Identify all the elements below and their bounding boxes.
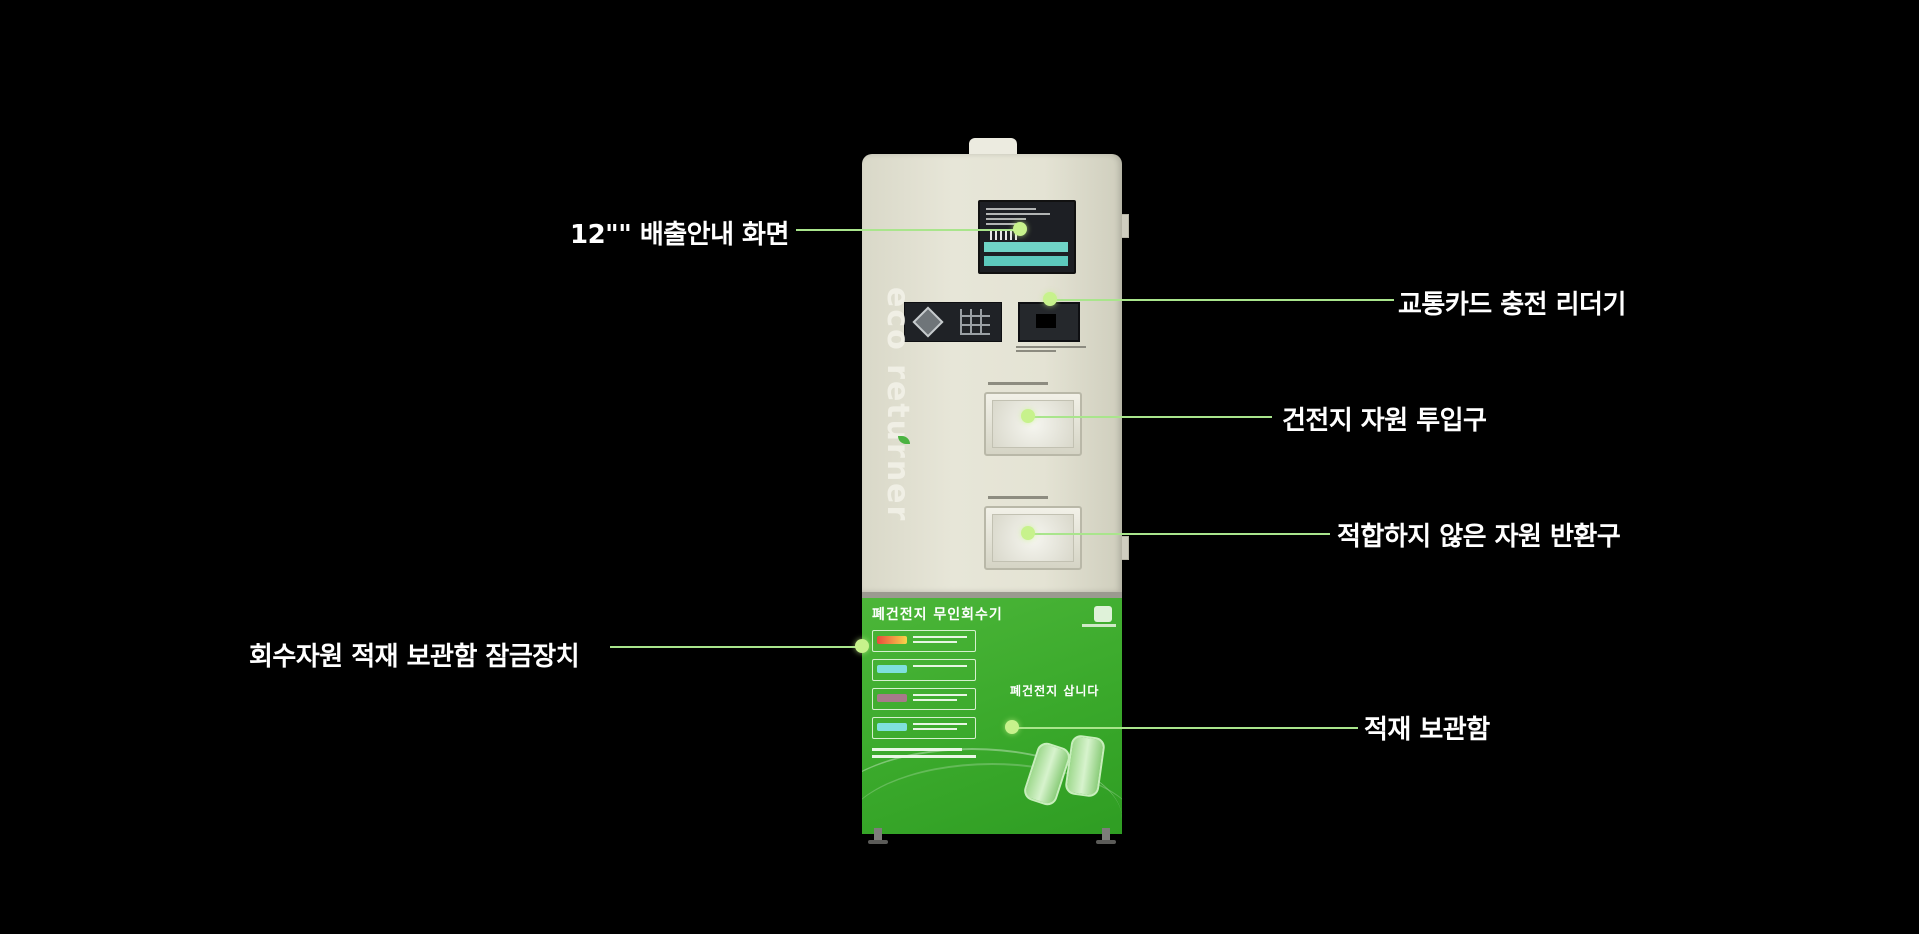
callout-label-card: 교통카드 충전 리더기 xyxy=(1398,290,1626,320)
callout-line-return xyxy=(1028,533,1330,535)
input-port xyxy=(984,392,1082,456)
keypad-icon xyxy=(960,309,990,335)
foot xyxy=(868,840,888,844)
callout-label-input: 건전지 자원 투입구 xyxy=(1282,406,1487,436)
callout-line-storage xyxy=(1012,727,1358,729)
callout-dot-return xyxy=(1021,526,1035,540)
guide-screen xyxy=(978,200,1076,274)
callout-label-screen: 12"" 배출안내 화면 xyxy=(570,220,789,250)
step-item xyxy=(872,630,976,652)
step-item xyxy=(872,717,976,739)
control-panel xyxy=(904,302,1002,342)
card-slot xyxy=(1036,314,1056,328)
card-reader-caption xyxy=(1016,344,1086,358)
compartment-title: 폐건전지 무인회수기 xyxy=(872,607,1003,623)
callout-line-input xyxy=(1028,416,1272,418)
diamond-icon xyxy=(912,306,944,338)
callout-dot-lock xyxy=(855,639,869,653)
callout-line-card xyxy=(1050,299,1394,301)
storage-compartment: 폐건전지 무인회수기 폐건전지 삽니다 xyxy=(862,592,1122,834)
callout-label-return: 적합하지 않은 자원 반환구 xyxy=(1337,522,1621,552)
callout-dot-storage xyxy=(1005,720,1019,734)
input-port-caption xyxy=(988,382,1048,390)
brand-logo: eco returner xyxy=(880,287,915,523)
card-reader xyxy=(1018,302,1080,342)
top-cap xyxy=(969,138,1017,156)
foot xyxy=(1096,840,1116,844)
battery-collection-kiosk: eco returner 폐건전지 무인회수기 폐건전지 삽니다 xyxy=(862,138,1129,848)
callout-dot-screen xyxy=(1013,222,1027,236)
callout-dot-card xyxy=(1043,292,1057,306)
callout-dot-input xyxy=(1021,409,1035,423)
callout-line-screen xyxy=(796,229,1020,231)
side-latch-bottom xyxy=(1121,536,1129,560)
return-port-caption xyxy=(988,496,1048,504)
leg xyxy=(1102,828,1110,842)
org-logo-icon xyxy=(1094,606,1112,622)
usage-steps xyxy=(872,630,976,746)
upper-body: eco returner xyxy=(862,154,1129,592)
compartment-slogan: 폐건전지 삽니다 xyxy=(1010,684,1100,698)
callout-label-storage: 적재 보관함 xyxy=(1364,715,1490,745)
callout-line-lock xyxy=(610,646,862,648)
side-latch-top xyxy=(1121,214,1129,238)
callout-label-lock: 회수자원 적재 보관함 잠금장치 xyxy=(249,642,580,672)
return-port xyxy=(984,506,1082,570)
leg xyxy=(874,828,882,842)
leaf-icon xyxy=(898,436,910,444)
contact-info xyxy=(872,744,976,762)
step-item xyxy=(872,659,976,681)
step-item xyxy=(872,688,976,710)
